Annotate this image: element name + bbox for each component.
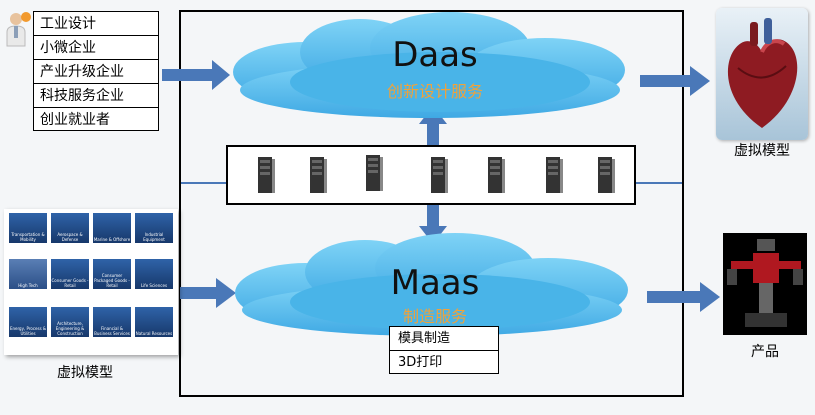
industry-tile: Consumer Packaged Goods - Retail <box>93 259 131 289</box>
user-item: 产业升级企业 <box>33 59 159 83</box>
right-bottom-caption: 产品 <box>751 344 779 360</box>
server-cluster <box>226 145 636 205</box>
industry-tile: Architecture, Engineering & Construction <box>51 307 89 337</box>
robot-product-image <box>723 233 807 335</box>
industry-tile: High Tech <box>9 259 47 289</box>
server-icon <box>310 157 327 193</box>
daas-title: Daas <box>392 35 478 75</box>
server-icon <box>546 157 563 193</box>
industry-tile: Transportation & Mobility <box>9 213 47 243</box>
server-icon <box>366 155 383 191</box>
maas-subtitle: 制造服务 <box>402 307 467 326</box>
divider-line-left <box>181 182 226 184</box>
server-icon <box>258 157 275 193</box>
user-item: 创业就业者 <box>33 107 159 131</box>
arrow-users-to-daas <box>162 60 230 90</box>
right-top-caption: 虚拟模型 <box>734 143 790 159</box>
server-icon <box>598 157 615 193</box>
industry-tile: Natural Resources <box>135 307 173 337</box>
maas-cloud <box>235 233 628 336</box>
server-icon <box>488 157 505 193</box>
server-icon <box>431 157 448 193</box>
user-item: 小微企业 <box>33 35 159 59</box>
user-item: 工业设计 <box>33 11 159 35</box>
daas-cloud <box>233 12 625 118</box>
industry-tile: Marine & Offshore <box>93 213 131 243</box>
platform-frame <box>179 10 684 397</box>
maas-services-list: 模具制造 3D打印 <box>389 326 499 374</box>
industry-tiles: Transportation & Mobility Aerospace & De… <box>4 209 178 355</box>
left-bottom-caption: 虚拟模型 <box>57 365 113 381</box>
user-list: 工业设计 小微企业 产业升级企业 科技服务企业 创业就业者 <box>33 11 159 131</box>
arrow-maas-to-product <box>647 282 720 312</box>
heart-model-image <box>716 8 808 140</box>
industry-tile: Industrial Equipment <box>135 213 173 243</box>
divider-line-right <box>636 182 682 184</box>
industry-tile: Energy, Process & Utilities <box>9 307 47 337</box>
industry-tile: Life Sciences <box>135 259 173 289</box>
arrow-daas-to-model <box>640 66 710 96</box>
user-item: 科技服务企业 <box>33 83 159 107</box>
industry-tile: Financial & Business Services <box>93 307 131 337</box>
daas-subtitle: 创新设计服务 <box>386 82 483 101</box>
maas-title: Maas <box>390 263 480 303</box>
industry-tile: Aerospace & Defense <box>51 213 89 243</box>
arrow-models-to-maas <box>180 278 236 308</box>
industry-tile: Consumer Goods - Retail <box>51 259 89 289</box>
maas-service-item: 模具制造 <box>389 326 499 350</box>
user-icon <box>6 12 31 47</box>
maas-service-item: 3D打印 <box>389 350 499 374</box>
